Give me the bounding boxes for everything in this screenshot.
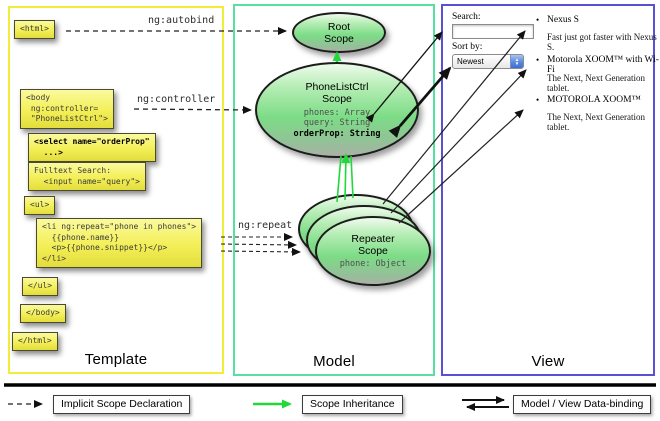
bullet-icon: • (536, 95, 540, 105)
ng-controller-label: ng:controller (137, 94, 216, 105)
repeater-title-line1: Repeater (351, 232, 395, 245)
phonelistctrl-prop-orderprop: orderProp: String (293, 128, 381, 139)
model-column: Model (233, 4, 435, 376)
sort-select-value: Newest (457, 57, 484, 66)
repeater-scope-ellipse-front: Repeater Scope phone: Object (315, 216, 431, 286)
sort-by-label: Sort by: (452, 42, 483, 52)
code-box-select: <select name="orderProp" ...> (28, 133, 156, 162)
code-box-html-close: </html> (12, 332, 58, 351)
code-box-html-open: <html> (14, 20, 55, 39)
phone-item-title: MOTOROLA XOOM™ (547, 95, 641, 105)
code-box-ul-open: <ul> (24, 196, 56, 215)
phone-item-desc: Fast just got faster with Nexus S. (547, 32, 657, 52)
bullet-icon: • (536, 55, 540, 65)
search-input[interactable] (452, 24, 534, 39)
legend-data-binding-box: Model / View Data-binding (513, 395, 652, 414)
legend-scope-inheritance-box: Scope Inheritance (302, 395, 403, 414)
root-scope-title-line2: Scope (324, 32, 354, 45)
ng-repeat-label: ng:repeat (238, 220, 293, 231)
repeater-title-line2: Scope (358, 244, 388, 257)
phone-item-desc: The Next, Next Generation tablet. (547, 73, 645, 93)
code-box-body-open: <body ng:controller= "PhoneListCtrl"> (20, 89, 114, 129)
code-box-ul-close: </ul> (22, 277, 59, 296)
phonelistctrl-prop-query: query: String (303, 118, 371, 129)
sort-select-stepper-icon[interactable]: ▲▼ (510, 55, 523, 68)
phonelistctrl-scope-ellipse: PhoneListCtrl Scope phones: Array query:… (255, 62, 419, 158)
bullet-icon: • (536, 15, 540, 25)
code-box-fulltext: Fulltext Search: <input name="query"> (28, 162, 146, 191)
code-box-body-close: </body> (20, 304, 66, 323)
code-box-li-repeat: <li ng:repeat="phone in phones"> {{phone… (36, 218, 203, 268)
view-column-label: View (531, 353, 565, 370)
template-column-label: Template (84, 351, 148, 368)
phone-item-title: Nexus S (547, 15, 579, 25)
phone-item-title: Motorola XOOM™ with Wi-Fi (547, 55, 659, 75)
phonelistctrl-prop-phones: phones: Array (303, 107, 371, 118)
phonelistctrl-title-line2: Scope (322, 92, 352, 105)
phonelistctrl-title-line1: PhoneListCtrl (305, 80, 369, 93)
repeater-prop-phone: phone: Object (339, 258, 407, 269)
root-scope-ellipse: Root Scope (292, 12, 386, 53)
root-scope-title-line1: Root (327, 20, 351, 33)
sort-select[interactable]: Newest ▲▼ (452, 54, 524, 69)
model-column-label: Model (313, 353, 355, 370)
ng-autobind-label: ng:autobind (148, 15, 215, 26)
search-label: Search: (452, 12, 481, 22)
phone-item-desc: The Next, Next Generation tablet. (547, 112, 645, 132)
legend-implicit-scope-box: Implicit Scope Declaration (53, 395, 191, 414)
